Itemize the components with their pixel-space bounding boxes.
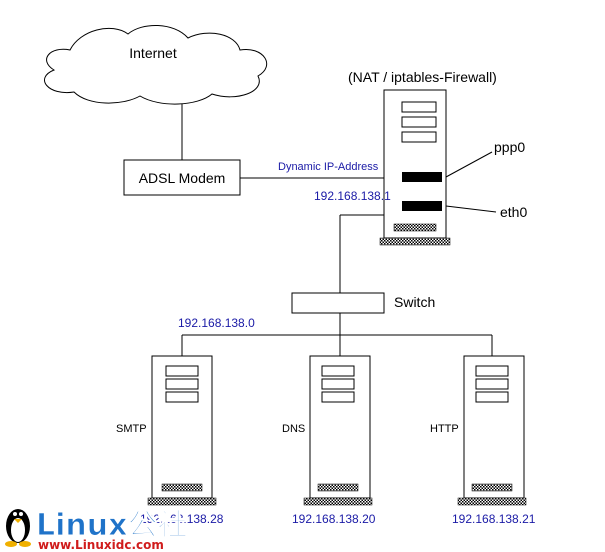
smtp-server: SMTP — [116, 355, 217, 506]
eth0-pointer — [445, 205, 497, 213]
smtp-label: SMTP — [116, 423, 147, 435]
watermark-logo: Linux公社 — [36, 508, 187, 543]
penguin-icon — [5, 509, 31, 547]
watermark-url: www.Linuxidc.com — [38, 538, 164, 552]
firewall-title: (NAT / iptables-Firewall) — [348, 69, 497, 85]
dns-server: DNS — [282, 355, 373, 506]
dns-label: DNS — [282, 423, 305, 435]
eth0-label: eth0 — [500, 204, 527, 220]
http-ip-label: 192.168.138.21 — [452, 512, 536, 526]
eth0-ip-label: 192.168.138.1 — [314, 189, 391, 203]
ppp0-pointer — [445, 151, 493, 178]
http-server: HTTP — [430, 355, 527, 506]
internet-cloud: Internet — [44, 24, 268, 105]
watermark: Linux公社 www.Linuxidc.com — [5, 508, 188, 552]
eth0-port — [402, 201, 442, 211]
connection-lines — [181, 93, 497, 356]
dynamic-ip-label: Dynamic IP-Address — [278, 161, 379, 173]
adsl-modem: ADSL Modem — [123, 159, 241, 196]
switch: Switch — [291, 292, 435, 314]
ppp0-label: ppp0 — [494, 139, 525, 155]
adsl-modem-label: ADSL Modem — [139, 170, 226, 186]
network-label: 192.168.138.0 — [178, 316, 255, 330]
internet-label: Internet — [129, 45, 177, 61]
firewall-server: (NAT / iptables-Firewall) — [348, 69, 497, 246]
dns-ip-label: 192.168.138.20 — [292, 512, 376, 526]
switch-label: Switch — [394, 294, 435, 310]
ppp0-port — [402, 172, 442, 182]
smtp-ip-label: 192.168.138.28 — [140, 512, 224, 526]
http-label: HTTP — [430, 423, 459, 435]
